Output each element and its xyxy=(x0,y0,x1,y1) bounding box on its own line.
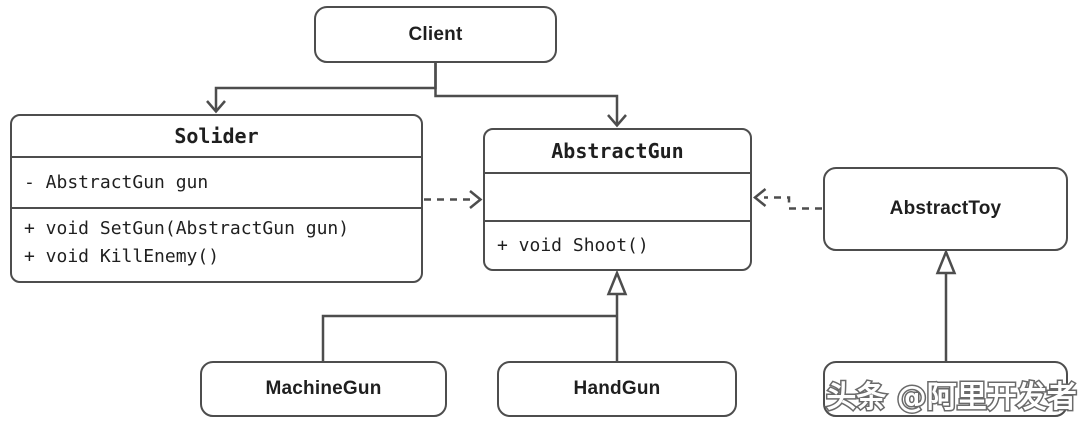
watermark-text: 头条 @阿里开发者 xyxy=(825,379,1078,417)
method-line: + void KillEnemy() xyxy=(24,246,220,267)
solider-methods-compartment: + void SetGun(AbstractGun gun) + void Ki… xyxy=(12,207,421,281)
machinegun-handgun-to-abstractgun-inheritance-arrow xyxy=(321,269,628,361)
client-to-solider-arrow xyxy=(206,63,437,114)
abstractgun-methods-compartment: + void Shoot() xyxy=(485,220,750,269)
class-node-abstractgun: AbstractGun + void Shoot() xyxy=(483,128,752,271)
class-node-abstracttoy: AbstractToy xyxy=(823,167,1068,251)
class-name-handgun: HandGun xyxy=(573,378,661,399)
abstractgun-attributes-compartment xyxy=(485,172,750,220)
solider-attributes-compartment: - AbstractGun gun xyxy=(12,156,421,207)
solider-to-abstractgun-dashed-arrow xyxy=(424,190,483,209)
class-name-abstractgun: AbstractGun xyxy=(551,139,684,163)
method-line: + void Shoot() xyxy=(497,235,649,256)
class-node-handgun: HandGun xyxy=(497,361,737,417)
class-name-abstracttoy: AbstractToy xyxy=(889,198,1002,219)
class-node-machinegun: MachineGun xyxy=(200,361,447,417)
class-node-client: Client xyxy=(314,6,557,63)
class-node-solider: Solider - AbstractGun gun + void SetGun(… xyxy=(10,114,423,283)
abstracttoy-to-abstractgun-dashed-arrow xyxy=(753,188,822,210)
class-name-client: Client xyxy=(408,23,463,45)
class-name-machinegun: MachineGun xyxy=(265,378,382,399)
toybox-to-abstracttoy-inheritance-arrow xyxy=(935,248,957,361)
attribute-line: - AbstractGun gun xyxy=(24,172,209,193)
client-to-abstractgun-arrow xyxy=(434,63,627,128)
class-node-bottom-right xyxy=(823,361,1068,417)
class-name-solider: Solider xyxy=(174,124,259,148)
method-line: + void SetGun(AbstractGun gun) xyxy=(24,218,350,239)
